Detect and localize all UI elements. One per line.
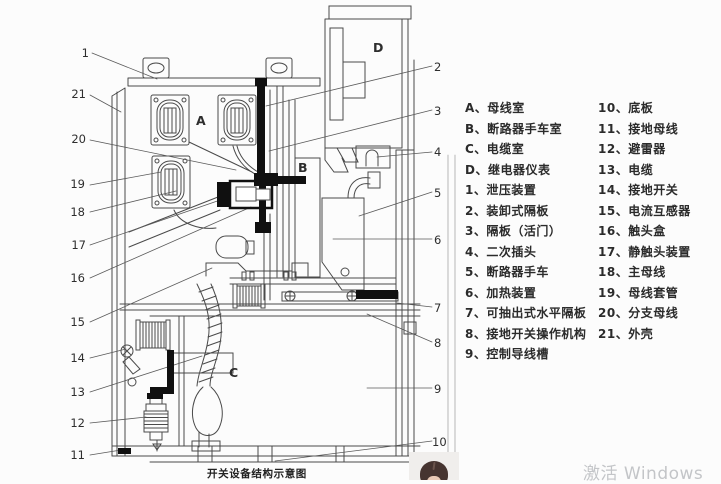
callout-19: 19 — [70, 177, 85, 191]
static-contact-assembly — [228, 179, 274, 210]
legend-item: B、断路器手车室 — [465, 121, 563, 136]
callout-12: 12 — [70, 416, 85, 430]
callout-7: 7 — [434, 301, 441, 315]
callout-10: 10 — [432, 435, 447, 449]
legend-item: 17、静触头装置 — [598, 244, 691, 259]
legend-item: 4、二次插头 — [465, 244, 537, 259]
callout-21: 21 — [71, 87, 86, 101]
bushing-2 — [217, 94, 257, 146]
legend-item: 14、接地开关 — [598, 183, 679, 197]
callout-numbers-right: 2 3 4 5 6 7 8 9 10 — [432, 60, 447, 449]
legend-item: 9、控制导线槽 — [465, 347, 549, 361]
cable-compartment — [120, 283, 266, 452]
legend-item: 6、加热装置 — [465, 285, 537, 300]
callout-2: 2 — [434, 60, 441, 74]
legend-item: 15、电流互感器 — [598, 203, 691, 218]
presenter-hair — [420, 461, 448, 480]
legend-item: 8、接地开关操作机构 — [465, 326, 587, 341]
operating-mechanism — [215, 235, 249, 259]
relay-instrument-box — [324, 5, 415, 173]
legend-item: 7、可抽出式水平隔板 — [465, 306, 587, 320]
presenter-face — [427, 476, 441, 480]
callout-4: 4 — [434, 145, 441, 159]
cabinet-enclosure — [111, 57, 456, 463]
compartment-letter-d: D — [373, 40, 383, 55]
legend-item: 2、装卸式隔板 — [465, 203, 549, 218]
surge-arrester — [143, 394, 169, 452]
legend-item: 21、外壳 — [598, 326, 654, 341]
callout-6: 6 — [434, 233, 441, 247]
legend-item: 3、隔板（活门） — [465, 224, 562, 238]
legend-item: C、电缆室 — [465, 142, 525, 156]
legend-item: 10、底板 — [598, 101, 654, 115]
callout-16: 16 — [70, 271, 85, 285]
callout-8: 8 — [434, 336, 441, 350]
callout-15: 15 — [70, 315, 85, 329]
leader-lines — [89, 52, 433, 462]
secondary-plug — [365, 149, 379, 167]
compartment-letter-b: B — [298, 160, 308, 175]
legend-item: 20、分支母线 — [598, 306, 679, 320]
screw-icon — [284, 290, 358, 302]
legend-item: 5、断路器手车 — [465, 265, 549, 279]
cable — [191, 283, 223, 452]
callout-3: 3 — [434, 104, 441, 118]
legend-item: 16、触头盒 — [598, 224, 666, 238]
bushing-1 — [150, 94, 190, 146]
legend-item: A、母线室 — [465, 101, 525, 115]
activate-windows-watermark: 激活 Windows — [583, 464, 704, 484]
current-transformer — [135, 283, 266, 351]
compartment-letters: A B C D — [196, 40, 383, 380]
callout-11: 11 — [70, 448, 85, 462]
horizontal-partition — [119, 303, 421, 317]
heater-bracket — [205, 262, 309, 277]
callout-1: 1 — [82, 46, 89, 60]
legend-item: 18、主母线 — [598, 265, 666, 279]
callout-5: 5 — [434, 186, 441, 200]
legend-item: 1、泄压装置 — [465, 183, 537, 197]
callout-9: 9 — [434, 382, 441, 396]
callout-numbers-left: 1 21 20 19 18 17 16 15 14 13 12 11 — [70, 46, 89, 462]
bushing-3 — [151, 155, 191, 209]
legend-item: D、继电器仪表 — [465, 162, 551, 177]
callout-13: 13 — [70, 385, 85, 399]
legend-item: 13、电缆 — [598, 162, 654, 177]
legend-item: 12、避雷器 — [598, 142, 666, 156]
legend-item: 11、接地母线 — [598, 121, 679, 136]
compartment-letter-a: A — [196, 113, 206, 128]
callout-17: 17 — [71, 238, 86, 252]
callout-14: 14 — [70, 351, 85, 365]
busbar-conductors — [118, 78, 398, 454]
breaker-truck-compartment — [205, 157, 399, 302]
breaker-truck — [321, 197, 365, 291]
callout-18: 18 — [70, 205, 85, 219]
legend-item: 19、母线套管 — [598, 285, 679, 300]
compartment-letter-c: C — [229, 365, 238, 380]
lifting-lug-icon — [142, 57, 293, 79]
presenter-webcam-overlay — [409, 452, 459, 480]
callout-20: 20 — [71, 132, 86, 146]
diagram-caption: 开关设备结构示意图 — [207, 468, 307, 480]
earthing-switch — [120, 344, 141, 387]
